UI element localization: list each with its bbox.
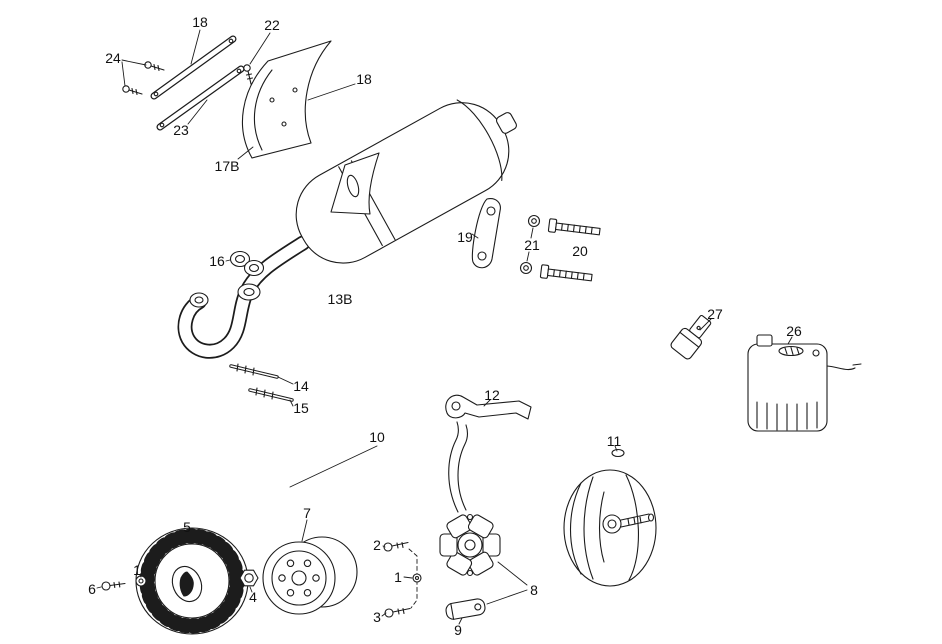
screw-2 (383, 541, 409, 552)
stator (439, 513, 501, 577)
bolt-6 (101, 581, 126, 591)
cdi-unit (747, 334, 862, 432)
spark-plug-cap (670, 315, 712, 360)
bolts-20 (539, 218, 601, 282)
clip-11 (611, 448, 625, 458)
muffler-body (295, 99, 517, 264)
studs-14-15 (229, 363, 294, 402)
screw-22 (243, 64, 254, 85)
bracket-19 (471, 198, 501, 269)
pickup-coil (445, 598, 486, 620)
nut-4 (239, 569, 259, 587)
mounting-straps (150, 35, 245, 131)
rotor-7 (262, 536, 358, 615)
leader-lines (96, 29, 793, 625)
washer-1 (135, 575, 147, 587)
washers-21 (519, 214, 541, 275)
stator-wires (448, 421, 468, 513)
screw-3 (384, 607, 411, 618)
washer-1-center (408, 548, 422, 609)
heat-shield (241, 40, 332, 159)
flywheel (135, 527, 249, 635)
bracket-12 (445, 394, 532, 420)
crankcase-cover (563, 469, 657, 587)
exhaust-gaskets (229, 250, 265, 301)
